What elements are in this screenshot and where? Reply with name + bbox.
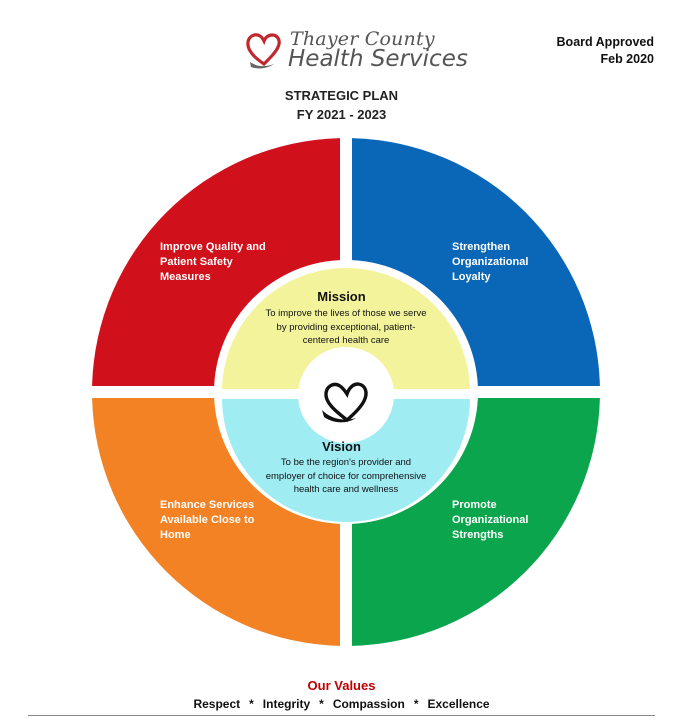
values-list: Respect * Integrity * Compassion * Excellence [0, 697, 683, 711]
quadrant-label-strengths: Promote Organizational Strengths [452, 499, 529, 541]
value-item: Excellence [427, 697, 490, 711]
value-item: Respect [193, 697, 241, 711]
value-item: Integrity [262, 697, 311, 711]
mission-area [222, 268, 470, 392]
heart-hand-icon [246, 33, 281, 69]
approval-line2: Feb 2020 [600, 52, 654, 66]
value-separator: * [413, 697, 419, 711]
value-separator: * [249, 697, 254, 711]
logo-text-line1: Thayer County [290, 28, 435, 50]
quadrant-label-quality: Improve Quality and Patient Safety Measu… [160, 241, 266, 283]
mission-title: Mission [317, 289, 366, 304]
plan-title: STRATEGIC PLAN [284, 88, 399, 103]
approval-line1: Board Approved [556, 35, 654, 49]
vision-title: Vision [322, 439, 361, 454]
quadrant-label-services: Enhance Services Available Close to Home [160, 499, 255, 541]
vision-text: To be the region's provider and employer… [265, 457, 427, 495]
plan-years: FY 2021 - 2023 [296, 107, 387, 122]
plan-heading: STRATEGIC PLAN FY 2021 - 2023 [0, 86, 683, 124]
logo: Thayer County Health Services [244, 28, 468, 74]
values-title: Our Values [307, 678, 376, 693]
logo-text-line2: Health Services [288, 46, 468, 72]
approval-note: Board Approved Feb 2020 [557, 34, 654, 68]
bottom-rule [28, 715, 655, 716]
vision-area [222, 398, 470, 522]
value-item: Compassion [332, 697, 405, 711]
heart-hand-icon [322, 382, 368, 423]
value-separator: * [319, 697, 324, 711]
quadrant-label-loyalty: Strengthen Organizational Loyalty [452, 241, 529, 283]
mission-text: To improve the lives of those we serve b… [265, 308, 427, 346]
